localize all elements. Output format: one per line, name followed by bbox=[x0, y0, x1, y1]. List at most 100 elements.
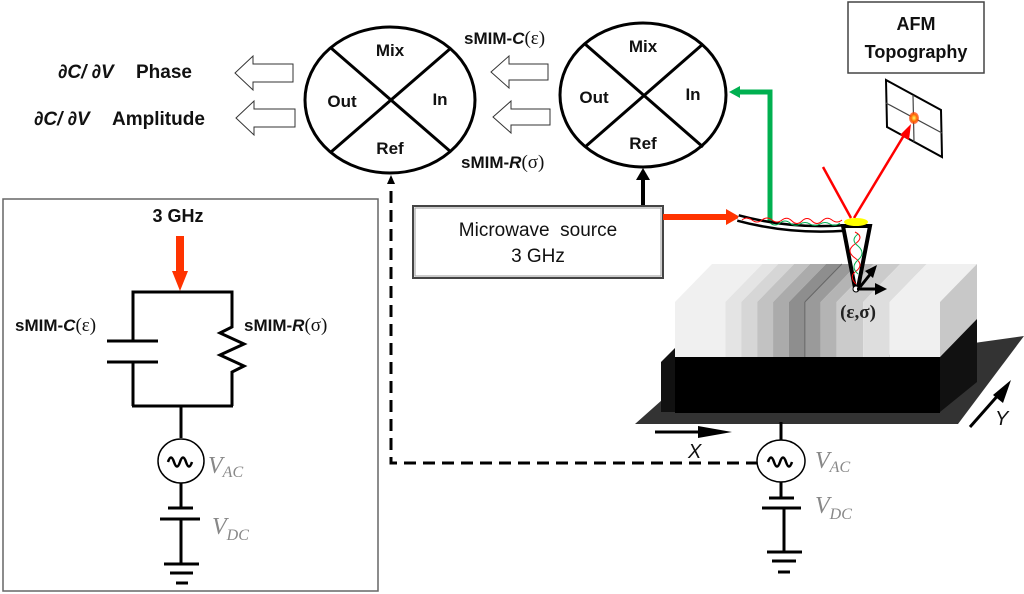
sample-stripe-top bbox=[741, 264, 795, 302]
sample-stripe-front bbox=[788, 302, 805, 357]
amplitude-output-arrow-icon bbox=[235, 99, 296, 137]
microwave-source-box: Microwave source 3 GHz bbox=[412, 205, 664, 279]
circuit-vdc-label: VDC bbox=[212, 514, 249, 544]
lockin-reference-dashed-line bbox=[389, 185, 758, 465]
lockin-reference-arrowhead-icon bbox=[387, 175, 395, 184]
circuit-cap-arg: (ε) bbox=[75, 315, 96, 336]
mixer-right-in-port: In bbox=[685, 85, 700, 104]
capacitance-signal-arrow-icon bbox=[490, 54, 549, 90]
circuit-vac-sub: AC bbox=[222, 464, 244, 481]
sample-stripe-front bbox=[863, 302, 890, 357]
cap-prefix: sMIM- bbox=[464, 29, 512, 48]
output-amplitude-label: ∂C/ ∂V Amplitude bbox=[34, 109, 205, 130]
afm-label-line2: Topography bbox=[865, 42, 968, 62]
probe-position-label: (ε,σ) bbox=[840, 302, 876, 323]
sample-bias-circuit: VAC VDC bbox=[756, 422, 852, 574]
mixer-left-ref-port: Ref bbox=[376, 139, 404, 158]
y-axis-label: Y bbox=[995, 408, 1010, 430]
sample-stripe-top bbox=[836, 264, 901, 302]
res-arg: (σ) bbox=[521, 152, 544, 173]
sample-stage bbox=[635, 318, 1024, 424]
sample-groove-line-top bbox=[804, 263, 843, 303]
capacitance-signal-label: sMIM-C(ε) bbox=[464, 28, 545, 49]
sample-vac-sub: AC bbox=[829, 459, 851, 476]
res-signal-prefix: sMIM-R(σ) bbox=[461, 152, 544, 173]
source-label-line1: Microwave source bbox=[459, 220, 617, 241]
output-phase-label: ∂C/ ∂V Phase bbox=[58, 62, 192, 83]
sample-stripe-front bbox=[836, 302, 864, 357]
circuit-vac-label: VAC bbox=[208, 453, 243, 481]
mixer-left-out-port: Out bbox=[327, 92, 357, 111]
circuit-res-var: R bbox=[292, 316, 305, 335]
mixer-right-ref-port: Ref bbox=[629, 134, 657, 153]
sample-vac-main: V bbox=[815, 448, 832, 474]
mixer-right-mix-port: Mix bbox=[629, 37, 658, 56]
sample-stripe-top bbox=[725, 264, 779, 302]
sample-stripe-front bbox=[675, 302, 726, 357]
circuit-vdc-main: V bbox=[212, 514, 229, 540]
cap-arg: (ε) bbox=[524, 28, 545, 49]
source-label-line2: 3 GHz bbox=[511, 246, 565, 267]
laser-reflected-arrowhead-icon bbox=[900, 124, 911, 140]
sample-stripe-front bbox=[820, 302, 837, 357]
mixer-right: Mix Out In Ref bbox=[558, 21, 728, 169]
equivalent-circuit-panel: 3 GHz sMIM-C(ε) sMIM-R(σ) VAC VDC bbox=[2, 198, 379, 592]
microwave-feed-arrowhead-icon bbox=[726, 209, 740, 225]
circuit-cap-var: C bbox=[63, 316, 76, 335]
cap-var: C bbox=[512, 29, 525, 48]
sample-vdc-label: VDC bbox=[815, 493, 852, 523]
circuit-res-prefix: sMIM- bbox=[244, 316, 292, 335]
resistance-signal-arrow-icon bbox=[492, 99, 551, 135]
x-axis-label: X bbox=[687, 441, 702, 463]
sample-stripe-top bbox=[804, 264, 858, 302]
reflected-signal-line bbox=[738, 89, 773, 225]
circuit-cap-prefix: sMIM- bbox=[15, 316, 63, 335]
sample-stripe-top bbox=[757, 264, 811, 302]
sample-stripe-top bbox=[773, 264, 826, 302]
circuit-frequency-label: 3 GHz bbox=[152, 206, 203, 226]
sample-holder-block bbox=[675, 357, 940, 413]
afm-topography-box: AFM Topography bbox=[847, 1, 985, 74]
afm-label-line1: AFM bbox=[897, 14, 936, 34]
res-prefix: sMIM- bbox=[461, 153, 509, 172]
circuit-capacitance-label: sMIM-C(ε) bbox=[15, 315, 96, 336]
circuit-resistance-label: sMIM-R(σ) bbox=[244, 315, 327, 336]
sample-stripe-top bbox=[675, 264, 763, 302]
y-axis-arrowhead-icon bbox=[993, 380, 1011, 403]
laser-incident-beam bbox=[821, 166, 853, 219]
sample-stripe-front bbox=[804, 302, 821, 357]
sample-stripe-front bbox=[889, 302, 940, 357]
circuit-input-arrowhead-icon bbox=[172, 271, 188, 291]
source-to-ref-arrowhead-icon bbox=[636, 168, 650, 180]
reflected-signal-arrowhead-icon bbox=[729, 86, 740, 98]
sample-stripe-front bbox=[725, 302, 742, 357]
sample-vdc-sub: DC bbox=[829, 506, 853, 523]
y-axis-arrow bbox=[968, 392, 1002, 428]
laser-spot-icon bbox=[844, 218, 868, 226]
resistor-icon bbox=[216, 322, 248, 406]
mixer-right-out-port: Out bbox=[579, 88, 609, 107]
phase-prefix: ∂C/ ∂V bbox=[58, 62, 115, 83]
cap-signal-prefix: sMIM-C(ε) bbox=[464, 28, 545, 49]
amplitude-suffix: Amplitude bbox=[112, 109, 205, 130]
circuit-vac-main: V bbox=[208, 453, 225, 479]
phase-output-arrow-icon bbox=[234, 54, 294, 92]
res-var: R bbox=[509, 153, 522, 172]
sample-vac-label: VAC bbox=[815, 448, 850, 476]
sample-stripe-front bbox=[757, 302, 774, 357]
mixer-left-mix-port: Mix bbox=[376, 41, 405, 60]
sample-vdc-main: V bbox=[815, 493, 832, 519]
sample-stripes bbox=[675, 263, 977, 357]
mixer-left: Mix Out In Ref bbox=[303, 25, 477, 175]
x-axis-arrowhead-icon bbox=[698, 426, 732, 438]
sample-side-face bbox=[940, 264, 977, 357]
sample-stripe-front bbox=[741, 302, 758, 357]
photodetector-icon bbox=[884, 78, 944, 159]
amplitude-prefix: ∂C/ ∂V bbox=[34, 109, 91, 130]
sample-stripe-front bbox=[773, 302, 789, 357]
laser-reflected-beam bbox=[852, 131, 908, 219]
mixer-left-in-port: In bbox=[432, 90, 447, 109]
sample-stripe-top bbox=[788, 264, 842, 302]
phase-suffix: Phase bbox=[136, 62, 192, 83]
